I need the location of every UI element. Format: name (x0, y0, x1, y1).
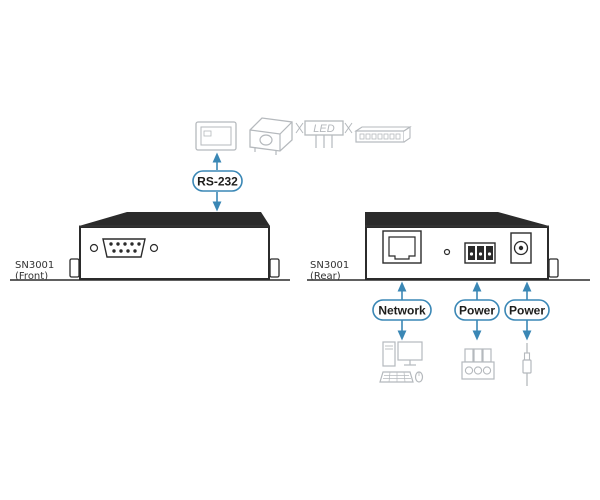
dc-jack-port-icon (510, 232, 532, 264)
projector-icon (249, 117, 293, 155)
front-device-view: (Front) (15, 271, 48, 282)
rear-device (365, 212, 559, 280)
power-plug-icon (522, 343, 532, 386)
db9-port-icon (89, 238, 159, 258)
power-terminal-label-pill: Power (454, 299, 500, 321)
front-device (69, 212, 280, 280)
rear-device-view: (Rear) (310, 271, 341, 282)
rs232-label-pill: RS-232 (192, 170, 243, 192)
led-label: LED (313, 123, 334, 135)
terminal-block-icon (461, 348, 495, 380)
computer-icon (379, 341, 424, 383)
power-jack-label: Power (509, 304, 545, 318)
power-terminal-label: Power (459, 304, 495, 318)
led-display-icon: LED (295, 120, 353, 148)
rear-device-name: SN3001 (310, 260, 349, 271)
switch-icon (354, 125, 412, 143)
rj45-port-icon (382, 230, 422, 264)
network-label: Network (378, 304, 426, 318)
rs232-label: RS-232 (197, 175, 238, 189)
front-device-name: SN3001 (15, 260, 54, 271)
network-label-pill: Network (372, 299, 432, 321)
power-jack-label-pill: Power (504, 299, 550, 321)
terminal-block-port-icon (464, 242, 496, 264)
status-led-icon (443, 248, 451, 256)
touch-panel-icon (195, 121, 237, 151)
